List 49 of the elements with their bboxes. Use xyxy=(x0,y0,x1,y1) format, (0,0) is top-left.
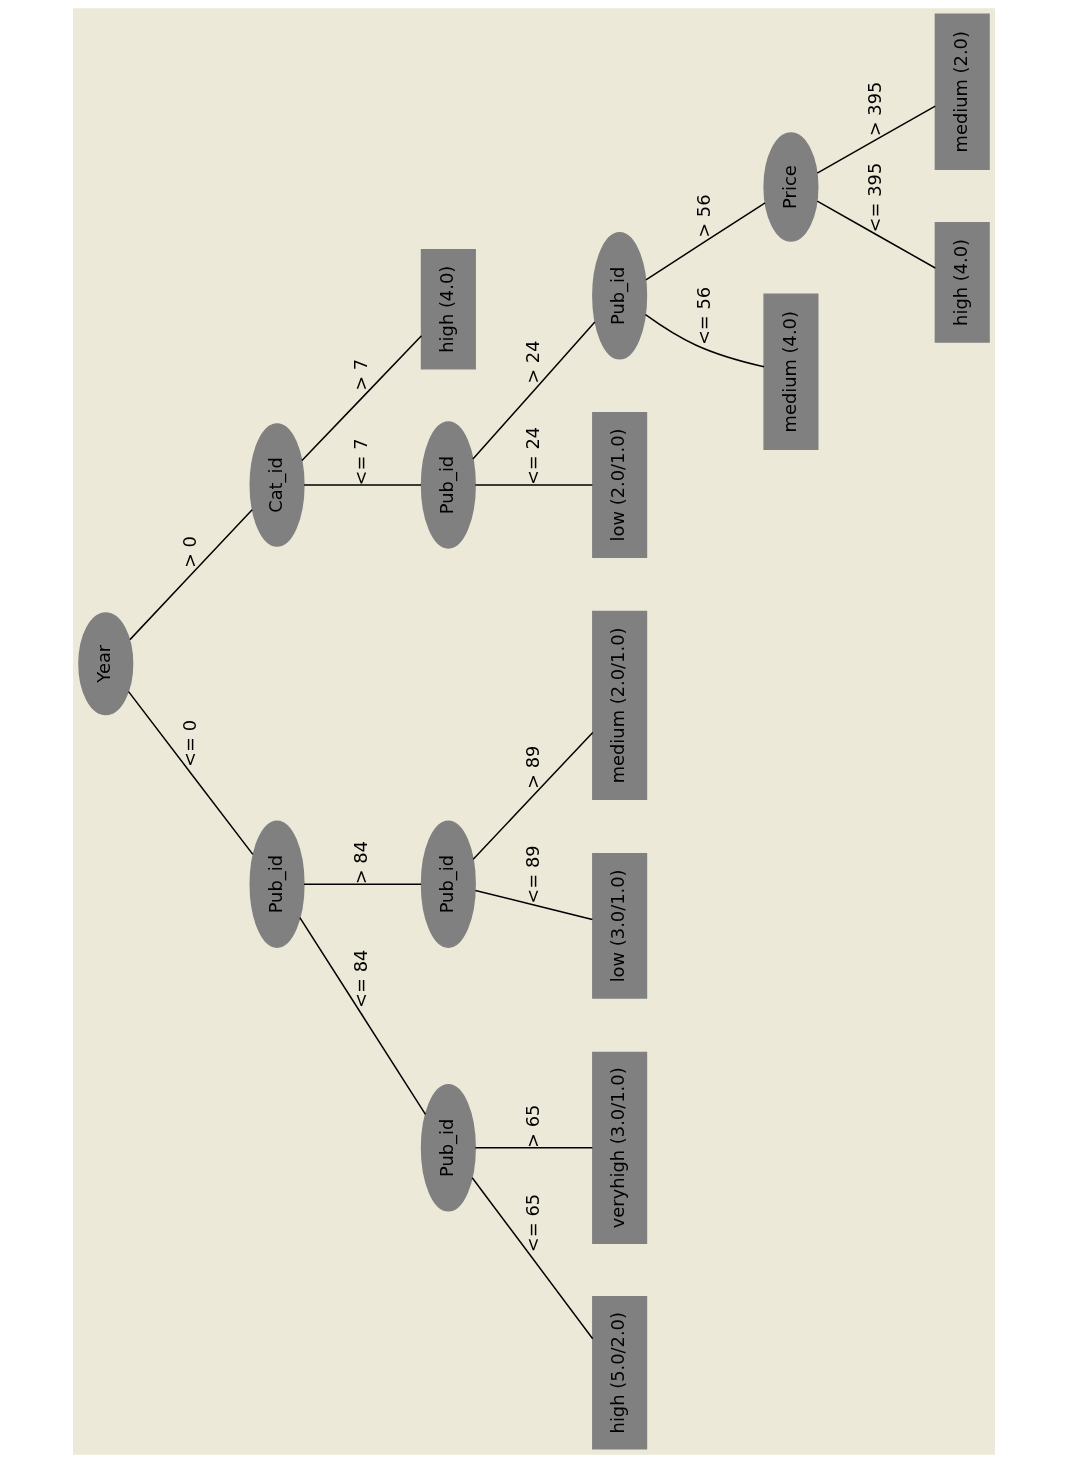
edge-label: <= 89 xyxy=(521,845,543,904)
node-box: high (4.0) xyxy=(420,248,476,370)
node-box: high (4.0) xyxy=(934,222,990,343)
connector xyxy=(816,200,936,269)
edge-label: > 89 xyxy=(521,745,543,789)
connector xyxy=(302,883,422,885)
connector xyxy=(300,335,422,462)
node-ellipse: Pub_id xyxy=(591,232,647,360)
connector xyxy=(644,202,766,281)
connector xyxy=(471,321,596,460)
edge-label: > 65 xyxy=(521,1104,543,1148)
node-box: low (3.0/1.0) xyxy=(591,852,647,999)
node-ellipse: Pub_id xyxy=(420,820,476,948)
connector xyxy=(474,1147,593,1149)
node-ellipse: Year xyxy=(77,612,133,716)
node-box: low (2.0/1.0) xyxy=(591,412,647,558)
connector xyxy=(127,690,254,856)
edge-label: <= 65 xyxy=(521,1193,543,1253)
node-box: medium (2.0) xyxy=(934,13,990,170)
edge-label: <= 395 xyxy=(863,162,885,233)
edge-label: > 395 xyxy=(863,81,885,137)
node-box: medium (4.0) xyxy=(762,293,818,450)
node-ellipse: Pub_id xyxy=(420,421,476,549)
node-ellipse: Cat_id xyxy=(249,423,305,547)
edge-label: <= 56 xyxy=(692,286,714,346)
node-box: high (5.0/2.0) xyxy=(591,1296,647,1450)
edge-label: <= 84 xyxy=(349,949,371,1008)
connector xyxy=(816,105,936,174)
node-box: medium (2.0/1.0) xyxy=(591,610,647,800)
edge-label: <= 7 xyxy=(349,438,371,486)
edge-label: > 7 xyxy=(349,358,371,391)
connector xyxy=(128,509,253,641)
edge-label: <= 24 xyxy=(521,426,543,486)
node-ellipse: Pub_id xyxy=(249,820,305,948)
connector xyxy=(644,313,765,368)
connector xyxy=(474,889,593,921)
node-ellipse: Pub_id xyxy=(420,1084,476,1212)
connector xyxy=(470,1176,593,1340)
edge-label: > 24 xyxy=(521,340,543,384)
node-box: veryhigh (3.0/1.0) xyxy=(591,1051,647,1244)
node-ellipse: Price xyxy=(762,132,818,242)
edge-label: > 84 xyxy=(349,840,371,885)
connector xyxy=(474,484,593,486)
connector xyxy=(472,731,593,861)
edge-label: > 0 xyxy=(178,536,200,569)
connector xyxy=(298,916,426,1116)
edge-label: > 56 xyxy=(692,194,714,238)
connector xyxy=(302,484,422,486)
edge-label: <= 0 xyxy=(178,719,200,767)
